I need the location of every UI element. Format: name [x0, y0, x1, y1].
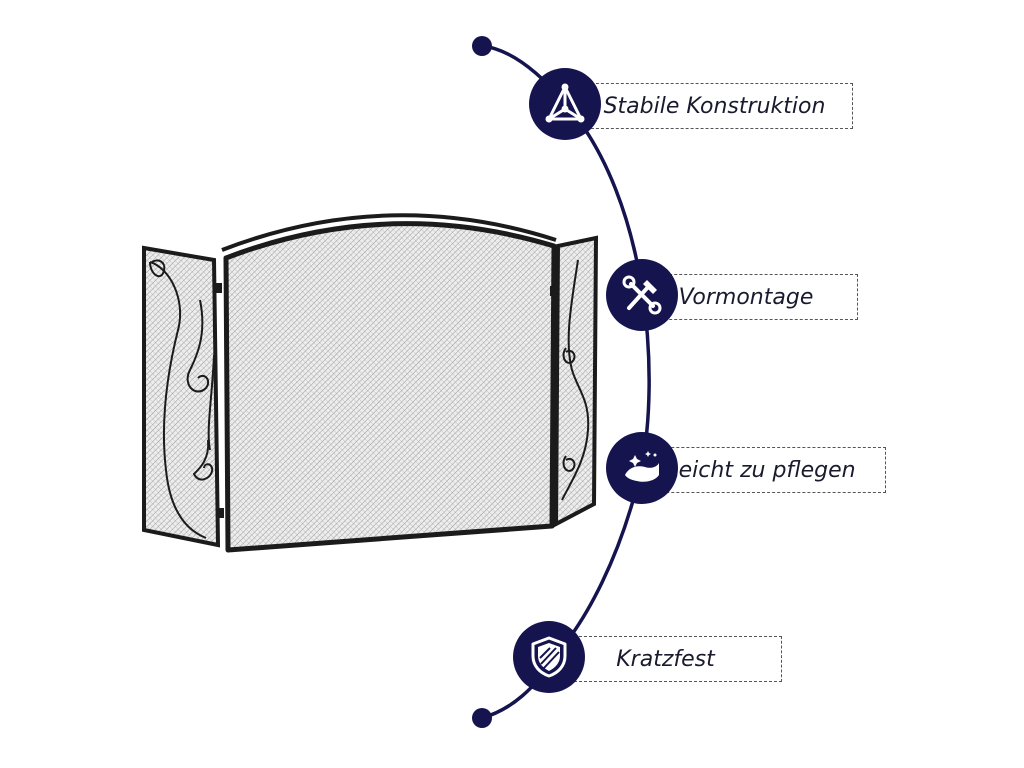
triangle-structure-icon — [529, 68, 601, 140]
hinge — [216, 508, 224, 518]
hinge — [550, 484, 558, 494]
feature-text: Kratzfest — [616, 646, 715, 672]
feature-label-kratzfest: Kratzfest — [549, 636, 782, 682]
connector-endpoint-top — [472, 36, 492, 56]
cleaning-hand-icon — [606, 432, 678, 504]
hinge — [214, 283, 222, 293]
tools-icon — [606, 259, 678, 331]
center-panel — [221, 213, 557, 553]
fireplace-screen-image — [142, 213, 599, 553]
left-side-panel — [142, 245, 221, 548]
hinge — [550, 286, 558, 296]
shield-icon — [513, 621, 585, 693]
feature-text: Stabile Konstruktion — [603, 93, 826, 119]
connector-endpoint-bottom — [472, 708, 492, 728]
right-side-panel — [553, 235, 599, 528]
feature-text: Leicht zu pflegen — [666, 457, 856, 483]
feature-label-stabile-konstruktion: Stabile Konstruktion — [576, 83, 853, 129]
feature-text: Vormontage — [678, 284, 814, 310]
